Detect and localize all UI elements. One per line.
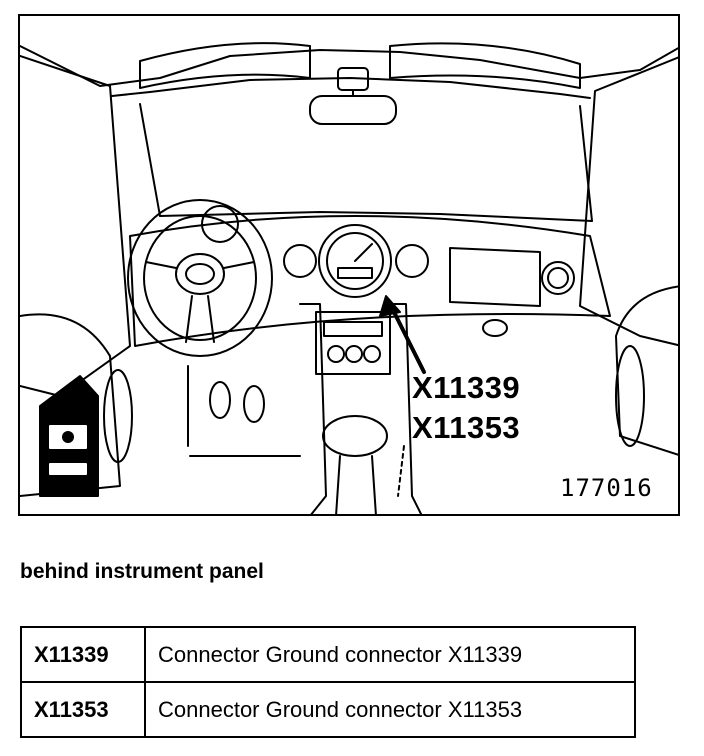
dashboard-line-drawing	[20, 42, 678, 514]
table-row: X11339 Connector Ground connector X11339	[20, 626, 636, 683]
connector-id: X11353	[20, 681, 146, 738]
callout-label-x11339: X11339	[412, 370, 521, 405]
connector-description: Connector Ground connector X11353	[144, 681, 636, 738]
callout-label-x11353: X11353	[412, 410, 521, 445]
location-caption: behind instrument panel	[20, 560, 264, 583]
table-row: X11353 Connector Ground connector X11353	[20, 681, 636, 738]
connector-table: X11339 Connector Ground connector X11339…	[20, 626, 636, 738]
connector-description: Connector Ground connector X11339	[144, 626, 636, 683]
figure-number: 177016	[560, 474, 653, 502]
connector-id: X11339	[20, 626, 146, 683]
vehicle-interior-diagram: X11339 X11353 177016	[18, 14, 680, 516]
